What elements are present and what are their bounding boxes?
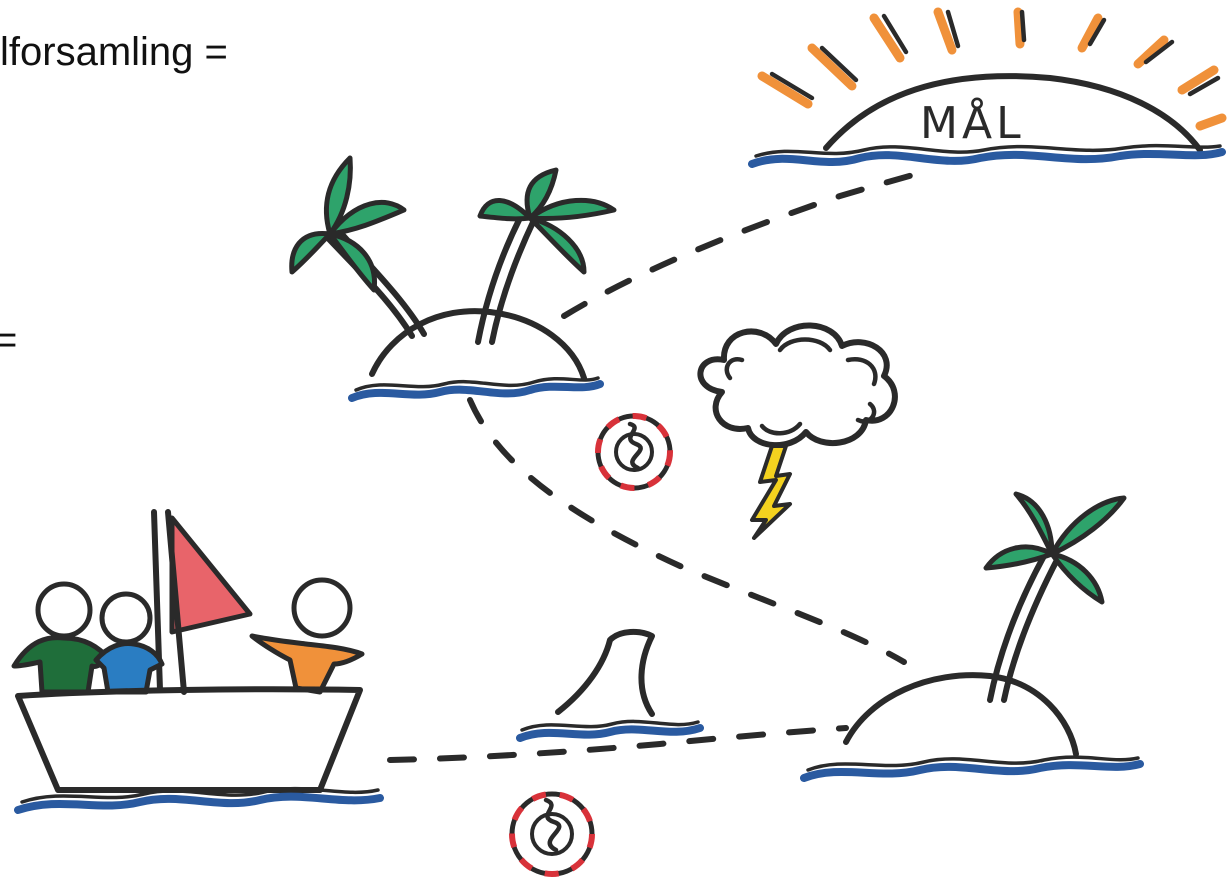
shark-fin-outline xyxy=(558,632,652,714)
person-icon xyxy=(14,584,110,692)
island-water xyxy=(804,764,1140,778)
shark-water xyxy=(520,728,700,738)
sun-icon: MÅL xyxy=(752,12,1222,164)
boat-water xyxy=(18,797,380,810)
lifebuoy-icon xyxy=(512,794,592,874)
sail xyxy=(172,518,250,632)
cloud-inner xyxy=(727,340,876,434)
lightning-icon xyxy=(752,446,790,538)
person-icon xyxy=(96,594,162,692)
palm-island-icon xyxy=(292,158,614,398)
palm-leaves xyxy=(986,494,1124,602)
sailboat-icon xyxy=(14,512,380,810)
palm-leaves xyxy=(292,158,404,290)
person-icon xyxy=(252,580,362,692)
shark-fin-icon xyxy=(520,632,700,738)
storm-cloud-icon xyxy=(700,325,895,445)
route-island-to-island xyxy=(470,400,904,662)
island-dome xyxy=(846,675,1076,754)
goal-label: MÅL xyxy=(920,96,1025,149)
route-to-goal xyxy=(564,170,930,316)
lifebuoy-icon xyxy=(598,416,670,488)
hull xyxy=(18,689,360,790)
